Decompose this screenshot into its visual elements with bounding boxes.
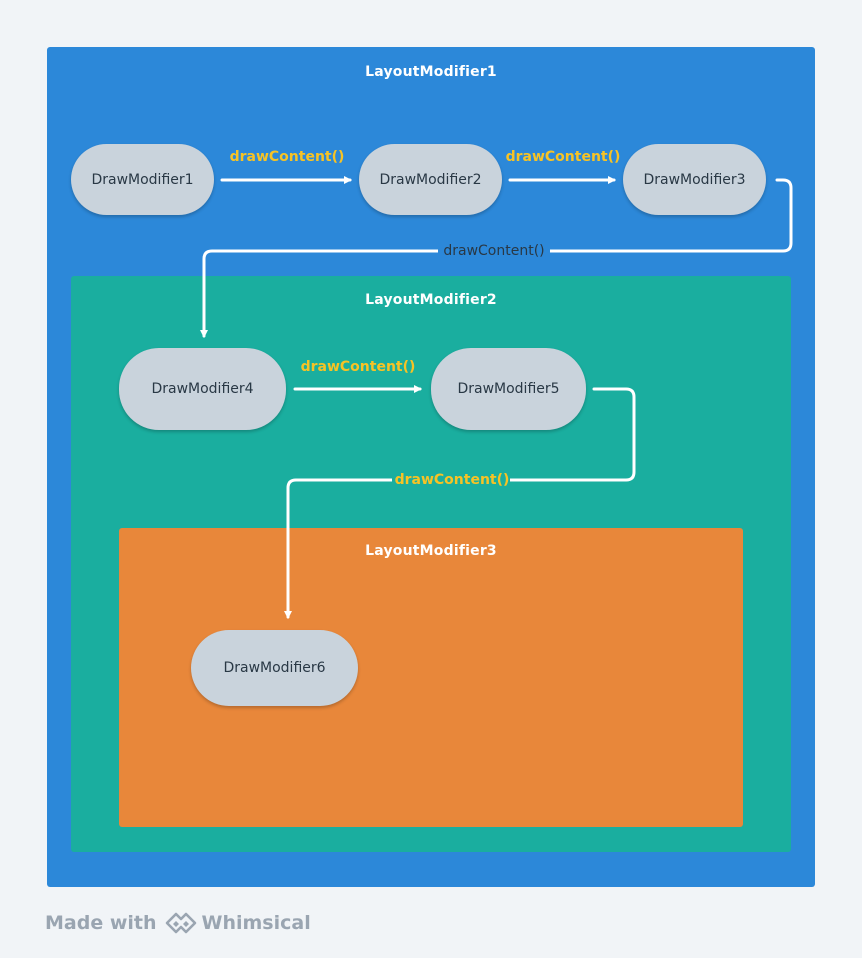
edge-4-label: drawContent() — [300, 359, 416, 375]
whimsical-brand[interactable]: Whimsical — [165, 912, 311, 934]
footer-brand-name: Whimsical — [201, 912, 311, 934]
layout-modifier-1-title: LayoutModifier1 — [365, 64, 497, 80]
edge-5-label: drawContent() — [394, 472, 510, 488]
draw-modifier-4-node[interactable]: DrawModifier4 — [119, 348, 286, 430]
draw-modifier-5-node[interactable]: DrawModifier5 — [431, 348, 586, 430]
layout-modifier-3-title: LayoutModifier3 — [365, 543, 497, 559]
draw-modifier-4-label: DrawModifier4 — [151, 381, 254, 397]
draw-modifier-2-node[interactable]: DrawModifier2 — [359, 144, 502, 215]
footer-prefix: Made with — [45, 912, 157, 934]
made-with-whimsical-footer[interactable]: Made with Whimsical — [45, 909, 311, 937]
edge-5-arrow — [284, 387, 636, 619]
layout-modifier-2-title: LayoutModifier2 — [365, 292, 497, 308]
edge-2-label: drawContent() — [505, 149, 621, 165]
draw-modifier-6-node[interactable]: DrawModifier6 — [191, 630, 358, 706]
draw-modifier-3-node[interactable]: DrawModifier3 — [623, 144, 766, 215]
draw-modifier-5-label: DrawModifier5 — [457, 381, 560, 397]
edge-1-label: drawContent() — [229, 149, 345, 165]
edge-3-arrow — [200, 178, 793, 338]
draw-modifier-6-label: DrawModifier6 — [223, 660, 326, 676]
draw-modifier-1-node[interactable]: DrawModifier1 — [71, 144, 214, 215]
draw-modifier-2-label: DrawModifier2 — [379, 171, 482, 188]
edge-3-label: drawContent() — [443, 243, 545, 259]
draw-modifier-3-label: DrawModifier3 — [643, 171, 746, 188]
whimsical-logo-icon — [165, 912, 196, 934]
draw-modifier-1-label: DrawModifier1 — [91, 171, 194, 188]
